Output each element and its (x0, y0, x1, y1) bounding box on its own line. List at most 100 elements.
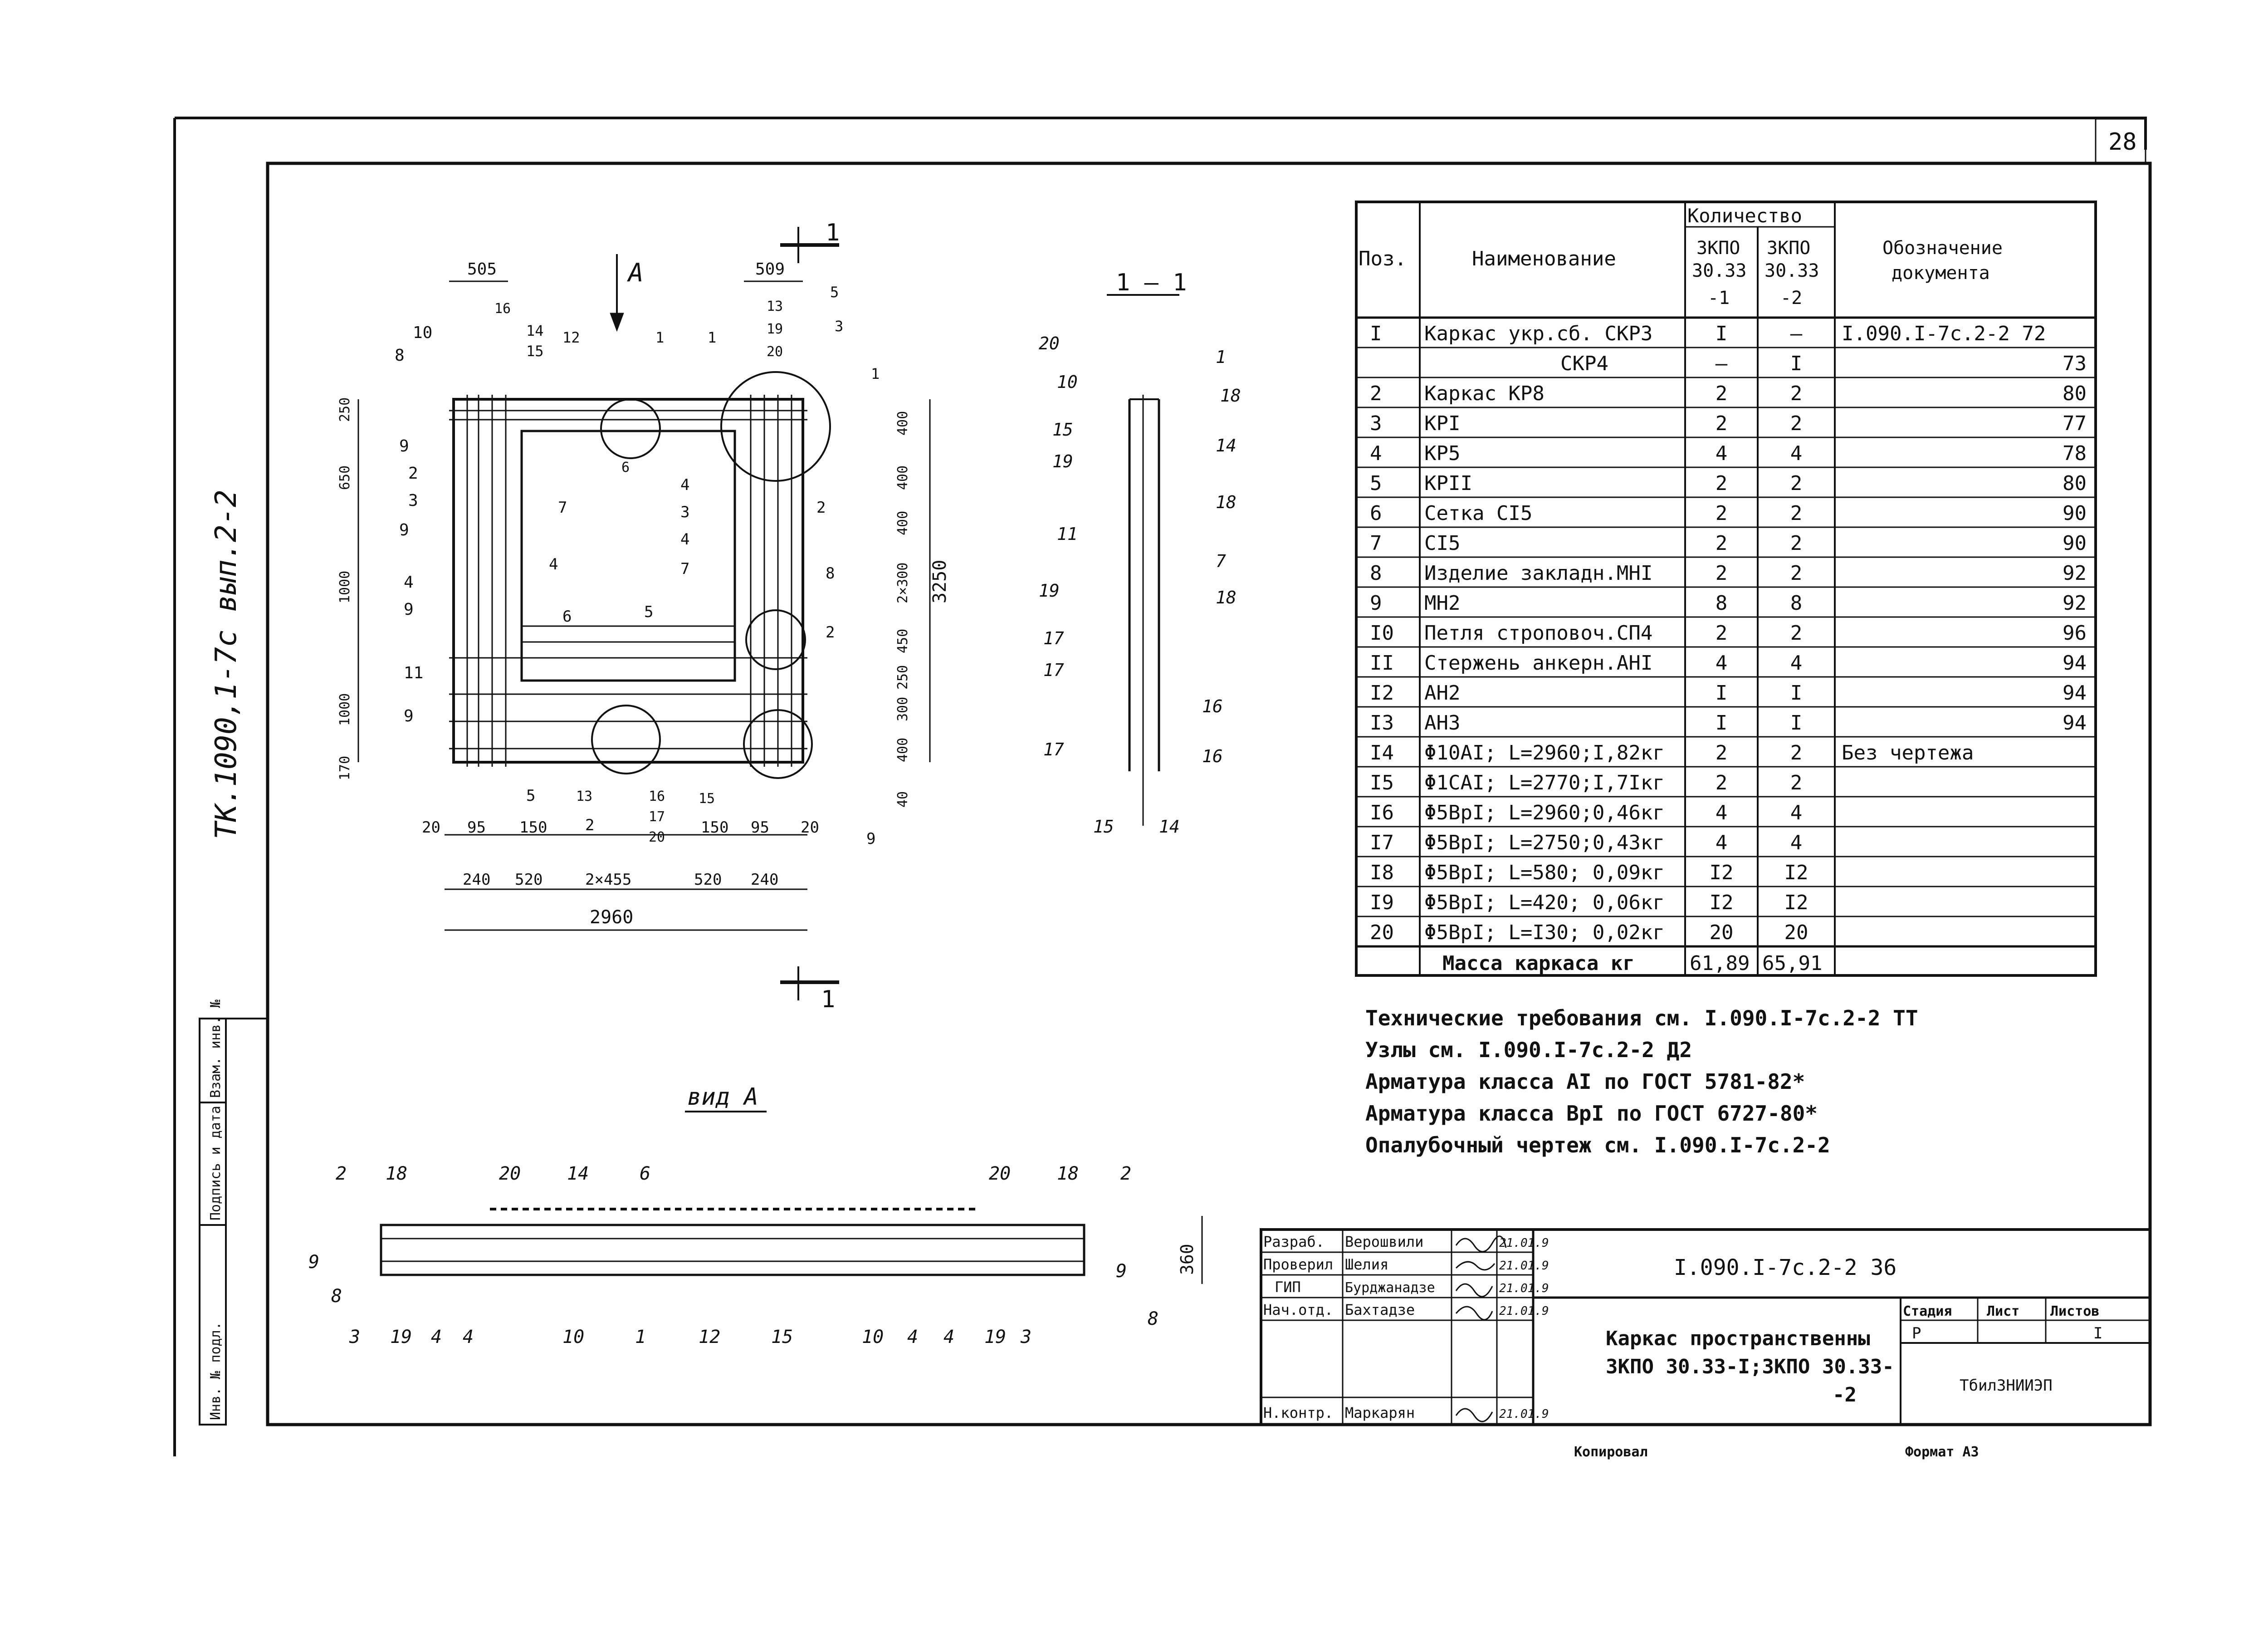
spec-row-name: МН2 (1424, 592, 1460, 615)
tb-name: Верошвили (1345, 1233, 1423, 1250)
spec-row-q1: 20 (1710, 921, 1734, 944)
note-line: Узлы см. I.090.I-7с.2-2 Д2 (1365, 1038, 1692, 1062)
callout: 20 (649, 829, 665, 845)
callout: 9 (404, 600, 414, 619)
signature (1455, 1408, 1493, 1422)
tb-date: 21.01.9 (1499, 1236, 1549, 1250)
callout: 15 (771, 1327, 793, 1347)
callout: 8 (826, 564, 835, 583)
margin-stamp (199, 1018, 268, 1426)
callout: 3 (408, 491, 418, 510)
spec-row-doc: 94 (2063, 681, 2087, 705)
section-labels-left: 20 10 15 19 11 19 17 17 17 15 (1039, 333, 1114, 837)
callout: 9 (308, 1252, 319, 1273)
callout: 6 (640, 1163, 650, 1184)
spec-row-doc: 73 (2063, 352, 2087, 375)
callout: 9 (404, 707, 414, 725)
spec-row-q1: 4 (1716, 831, 1728, 854)
spec-row-doc: Без чертежа (1842, 741, 1974, 764)
callout: 10 (1057, 372, 1078, 392)
plan-right-dim: 300 (895, 697, 911, 721)
callout: 20 (499, 1163, 521, 1184)
spec-row-name: Φ5ВрI; L=I30; 0,02кг (1424, 921, 1665, 944)
spec-row-pos: I2 (1370, 681, 1394, 705)
spec-row-q1: 2 (1716, 562, 1728, 585)
plan-top-dim-left: 505 (467, 260, 497, 279)
callout: 15 (699, 791, 715, 807)
spec-row-name: Сетка СI5 (1424, 502, 1532, 525)
spec-row-q2: 2 (1790, 622, 1803, 645)
callout: 17 (649, 809, 665, 825)
callout: 20 (1039, 333, 1060, 353)
callout: 4 (943, 1327, 954, 1347)
plan-callouts-top: 16 14 15 12 1 1 13 19 20 5 3 1 (494, 284, 880, 382)
title-block-roles: Разраб. Проверил ГИП Нач.отд. Н.контр. (1263, 1233, 1333, 1421)
callout: 3 (835, 318, 843, 335)
callout: 18 (1220, 386, 1241, 406)
callout: 3 (1020, 1327, 1031, 1347)
spec-header-doc: документа (1892, 263, 1990, 284)
callout: 16 (1202, 746, 1223, 766)
callout: 1 (708, 329, 716, 346)
spec-row-pos: 8 (1370, 562, 1382, 585)
signature (1455, 1235, 1507, 1253)
spec-row-q1: I (1716, 711, 1728, 735)
tb-role: Проверил (1263, 1256, 1333, 1273)
plan-left-dim: 170 (337, 756, 353, 780)
callout: 4 (680, 476, 689, 494)
plan-overall-width: 2960 (590, 907, 633, 928)
section-title: 1 — 1 (1116, 269, 1187, 296)
spec-row-pos: I (1370, 322, 1382, 345)
plan-callouts-left: 10 8 9 2 3 9 4 9 11 9 (395, 323, 432, 725)
plan-bottom-dim: 95 (751, 818, 769, 837)
signature (1455, 1306, 1493, 1321)
callout: 18 (1216, 492, 1237, 512)
spec-row-name: Каркас КР8 (1424, 382, 1545, 405)
spec-row-pos: 20 (1370, 921, 1394, 944)
spec-table-grid (1355, 201, 2097, 977)
plan-bottom-dims: 20 95 150 150 95 20 240 520 2×455 520 24… (422, 818, 819, 889)
view-a (380, 1111, 1203, 1284)
plan-right-dim: 2×300 (895, 563, 911, 603)
plan-section-mark-top: 1 (826, 219, 840, 246)
plan-section-mark-bottom: 1 (821, 986, 835, 1013)
spec-row-q2: 2 (1790, 472, 1803, 495)
spec-row-pos: 2 (1370, 382, 1382, 405)
spec-row-doc: 94 (2063, 652, 2087, 675)
spec-row-q2: 2 (1790, 741, 1803, 764)
plan-bottom-dim: 150 (701, 818, 728, 837)
spec-row-name: Φ5ВрI; L=420; 0,06кг (1424, 891, 1665, 914)
callout: 1 (871, 365, 880, 382)
callout: 13 (767, 299, 783, 314)
callout: 9 (399, 521, 409, 539)
spec-header-qty: Количество (1687, 205, 1802, 227)
callout: 1 (655, 329, 664, 346)
callout: 9 (1116, 1261, 1127, 1282)
callout: 3 (680, 503, 689, 521)
spec-row-pos: I9 (1370, 891, 1394, 914)
section-labels-right: 1 18 14 18 7 18 16 16 14 (1159, 347, 1241, 837)
plan-left-dim: 1000 (337, 693, 353, 726)
spec-row-pos: 9 (1370, 592, 1382, 615)
callout: 15 (1052, 420, 1073, 440)
spec-header-col2: -2 (1780, 288, 1802, 309)
tb-stage-header: Стадия (1903, 1303, 1952, 1319)
spec-row-q1: 2 (1716, 502, 1728, 525)
callout: 12 (562, 329, 580, 346)
spec-header-col2: 30.33 (1765, 260, 1819, 281)
spec-row-doc: 96 (2063, 622, 2087, 645)
callout: 1 (1216, 347, 1226, 367)
spec-row-name: Φ5ВрI; L=580; 0,09кг (1424, 861, 1665, 884)
callout: 16 (649, 789, 665, 804)
spec-header-col1: -1 (1708, 288, 1730, 309)
plan-callouts-bottom: 5 13 2 16 17 20 15 9 (526, 787, 875, 848)
spec-row-q2: 4 (1790, 442, 1803, 465)
tb-org: ТбилЗНИИЭП (1960, 1377, 2053, 1395)
spec-row-q2: 4 (1790, 831, 1803, 854)
spec-row-doc: 92 (2063, 592, 2087, 615)
plan-right-dim: 400 (895, 511, 911, 535)
spec-row-q1: 2 (1716, 472, 1728, 495)
callout: 15 (1093, 817, 1114, 837)
spec-row-pos: 5 (1370, 472, 1382, 495)
